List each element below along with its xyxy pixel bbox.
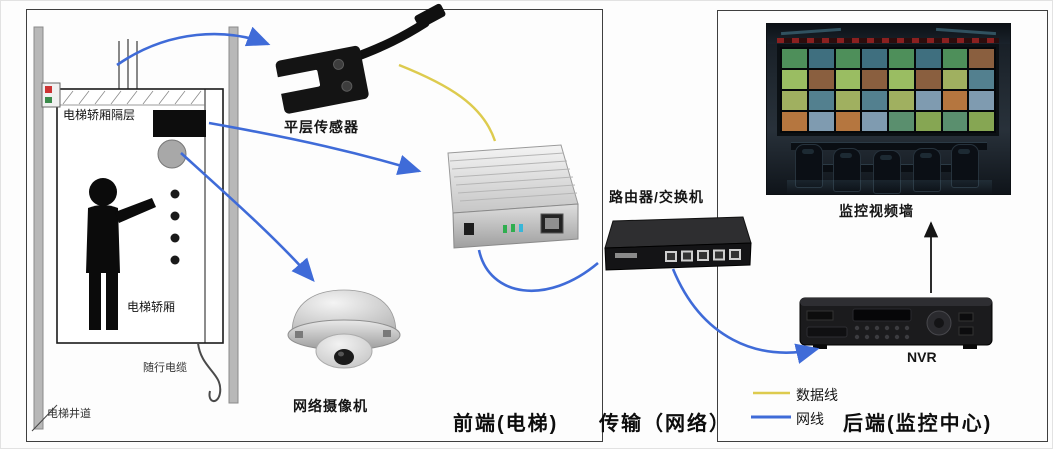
video-wall-label: 监控视频墙 <box>839 203 914 219</box>
video-wall-screen-cell <box>969 91 994 110</box>
video-wall-screen-cell <box>808 91 834 110</box>
router-label: 路由器/交换机 <box>609 189 704 205</box>
front-section-label: 前端(电梯) <box>453 413 559 435</box>
video-wall-screen-cell <box>889 49 914 68</box>
video-wall-screen-cell <box>835 49 861 68</box>
chair <box>913 148 941 192</box>
video-wall-ticker <box>777 38 999 43</box>
video-wall-screen-cell <box>862 112 887 131</box>
video-wall-screen-cell <box>969 112 994 131</box>
chair <box>951 144 979 188</box>
console-desk <box>791 142 987 150</box>
chair <box>873 150 901 194</box>
video-wall-screen-cell <box>942 49 968 68</box>
video-wall-screen-cell <box>782 70 807 89</box>
video-wall-screen-cell <box>808 70 834 89</box>
video-wall-image <box>766 23 1011 195</box>
video-wall-screen-cell <box>915 49 941 68</box>
video-wall-screen-cell <box>808 112 834 131</box>
video-wall-screen-cell <box>889 112 914 131</box>
legend-data-line-label: 数据线 <box>796 387 838 403</box>
video-wall-screen-cell <box>835 70 861 89</box>
legend-network-line-label: 网线 <box>796 411 824 427</box>
video-wall-screen-cell <box>915 70 941 89</box>
video-wall-screen-cell <box>862 49 887 68</box>
video-wall-screen-cell <box>862 70 887 89</box>
video-wall-screen-cell <box>835 112 861 131</box>
floor-reflection <box>787 180 992 194</box>
video-wall-screen-cell <box>862 91 887 110</box>
leveling-sensor-label: 平层传感器 <box>284 119 359 135</box>
video-wall-screen-cell <box>942 70 968 89</box>
video-wall-screen-cell <box>782 112 807 131</box>
video-wall-screen-cell <box>915 112 941 131</box>
elevator-compartment-label: 电梯轿厢隔层 <box>63 108 136 122</box>
video-wall-screen-cell <box>942 112 968 131</box>
elevator-shaft-label: 电梯井道 <box>47 408 91 420</box>
nvr-label: NVR <box>907 349 937 365</box>
video-wall-screen-cell <box>808 49 834 68</box>
video-wall-screens <box>777 44 999 136</box>
front-section-panel <box>26 9 603 442</box>
video-wall-screen-cell <box>782 91 807 110</box>
network-camera-label: 网络摄像机 <box>293 398 368 414</box>
transmission-section-label: 传输（网络） <box>599 413 731 435</box>
chair <box>795 144 823 188</box>
video-wall-screen-cell <box>889 91 914 110</box>
video-wall-screen-cell <box>915 91 941 110</box>
chair <box>833 148 861 192</box>
video-wall-screen-cell <box>782 49 807 68</box>
back-section-label: 后端(监控中心) <box>843 413 993 435</box>
video-wall-screen-cell <box>889 70 914 89</box>
traveling-cable-label: 随行电缆 <box>143 362 187 374</box>
video-wall-screen-cell <box>969 49 994 68</box>
video-wall-screen-cell <box>942 91 968 110</box>
video-wall-screen-cell <box>969 70 994 89</box>
video-wall-screen-cell <box>835 91 861 110</box>
elevator-car-label: 电梯轿厢 <box>127 300 176 314</box>
